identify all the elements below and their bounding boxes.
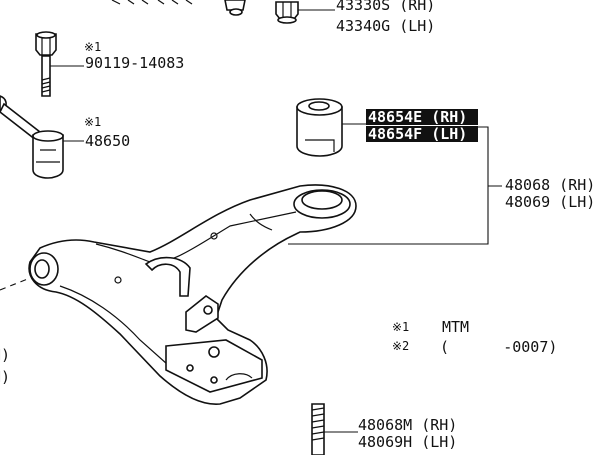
part-number-48069: 48069 (LH) xyxy=(505,193,595,211)
legend-text-1: MTM xyxy=(442,318,469,336)
bushing-icon xyxy=(296,98,343,157)
stud-bolt-icon xyxy=(311,403,325,455)
edge-label-2: H) xyxy=(0,368,10,386)
part-number-48654f: 48654F (LH) xyxy=(368,125,467,143)
part-number-43340g: 43340G (LH) xyxy=(336,17,435,35)
leader-line-lower-arm xyxy=(288,126,502,245)
legend-mark-2: ※2 xyxy=(392,339,409,353)
highlight-48654e xyxy=(366,109,478,125)
top-partial-parts xyxy=(111,0,246,16)
note-bolt: ※1 xyxy=(84,40,101,54)
bolt-icon xyxy=(35,31,57,97)
edge-label-1: H) xyxy=(0,346,10,364)
nut-icon xyxy=(275,1,299,24)
legend-mark-1: ※1 xyxy=(392,320,409,334)
axis-dash-line xyxy=(0,277,31,291)
part-number-43330s: 43330S (RH) xyxy=(336,0,435,14)
part-number-48068m: 48068M (RH) xyxy=(358,416,457,434)
legend-text-2: ( -0007) xyxy=(440,338,557,356)
highlight-48654f xyxy=(366,126,478,142)
part-number-48068: 48068 (RH) xyxy=(505,176,595,194)
lower-arm-icon xyxy=(28,184,357,405)
ball-joint-icon xyxy=(0,95,64,179)
part-number-48069h: 48069H (LH) xyxy=(358,433,457,451)
part-number-48650: 48650 xyxy=(85,132,130,150)
note-48650: ※1 xyxy=(84,115,101,129)
part-number-48654e: 48654E (RH) xyxy=(368,108,467,126)
part-number-90119-14083: 90119-14083 xyxy=(85,54,184,72)
